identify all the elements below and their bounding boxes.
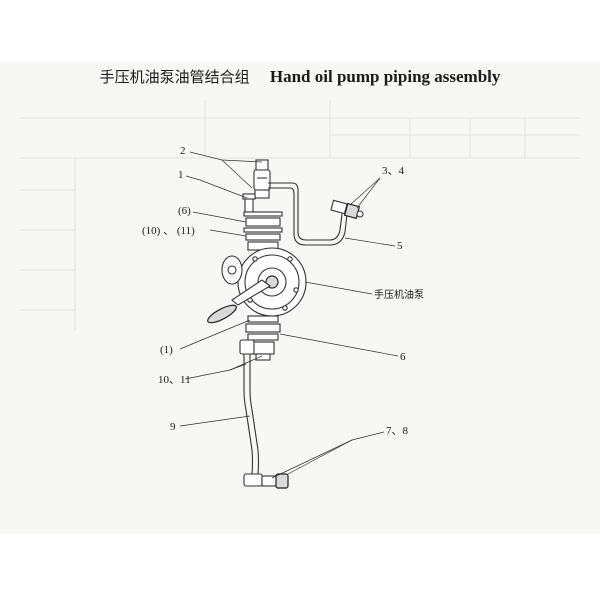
callout-1-paren: (1) <box>160 344 173 356</box>
washer-stack-upper <box>243 211 283 251</box>
callout-5: 5 <box>397 240 403 252</box>
callout-6-paren: (6) <box>178 205 191 217</box>
fitting-3-4 <box>330 199 364 220</box>
oil-pipe-9-left <box>243 354 254 475</box>
leader-lines <box>179 151 399 479</box>
callout-2: 2 <box>180 145 186 157</box>
callout-10-11-paren: (10) 、 (11) <box>142 225 195 237</box>
banjo-fitting-lower <box>239 339 255 355</box>
callout-7-8: 7、8 <box>386 425 408 437</box>
pump-handle <box>207 279 271 324</box>
callout-10-11: 10、11 <box>158 374 191 386</box>
oil-pipe-5-inner <box>268 187 348 246</box>
callout-6: 6 <box>400 351 406 363</box>
callout-hand-oil-pump: 手压机油泵 <box>374 288 424 301</box>
title-english: Hand oil pump piping assembly <box>269 67 501 86</box>
banjo-fitting-top <box>253 159 271 199</box>
ghost-table <box>20 100 580 330</box>
banjo-bolt <box>242 193 256 213</box>
callout-3-4: 3、4 <box>382 165 404 177</box>
oil-pipe-5-outer <box>268 182 343 241</box>
fitting-7-8 <box>243 473 289 489</box>
hand-oil-pump <box>221 247 307 317</box>
title-chinese: 手压机油泵油管结合组 <box>99 68 250 86</box>
callout-1: 1 <box>178 169 184 181</box>
washer-stack-lower <box>245 315 281 361</box>
page-title: 手压机油泵油管结合组 Hand oil pump piping assembly <box>0 66 600 87</box>
oil-pipe-9-right <box>249 354 260 475</box>
callout-9: 9 <box>170 421 176 433</box>
